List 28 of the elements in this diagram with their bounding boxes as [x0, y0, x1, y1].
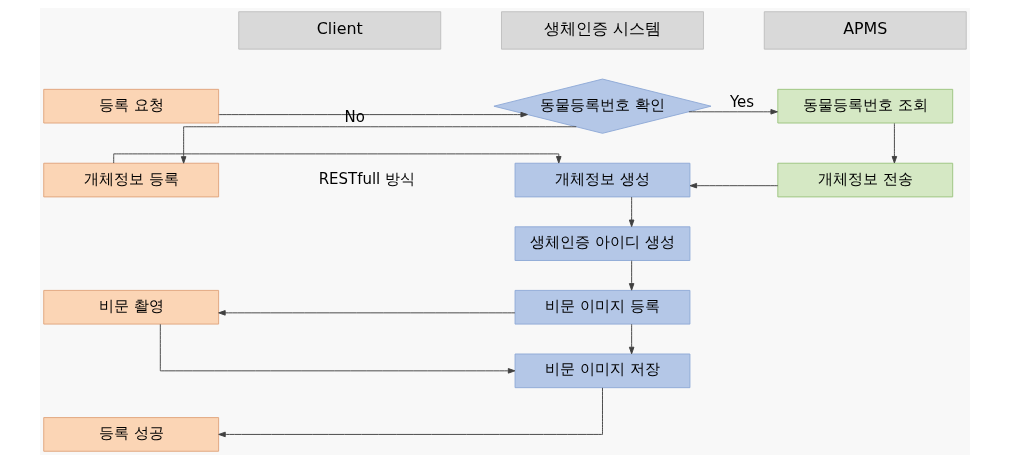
arrow [113, 153, 562, 164]
node-box: 개체정보 생성 [514, 162, 691, 198]
arrow [688, 109, 778, 115]
arrow [689, 182, 779, 189]
node-box: 동물등록번호 조회 [777, 88, 954, 124]
label: RESTfull 방식 [318, 169, 415, 188]
arrow [180, 126, 577, 164]
node-diamond: 동물등록번호 확인 [493, 78, 712, 134]
arrow [628, 323, 635, 355]
arrow [891, 122, 898, 164]
node-box: Client [238, 11, 442, 50]
node-box: 등록 성공 [43, 417, 220, 452]
node-box: 개체정보 등록 [43, 162, 220, 198]
arrow [218, 387, 603, 438]
node-box: 등록 요청 [43, 88, 220, 124]
node-box: APMS [763, 11, 967, 50]
node-box: 개체정보 전송 [777, 162, 954, 198]
edge-label: Yes [729, 92, 755, 111]
node-box: 비문 이미지 등록 [514, 289, 691, 325]
node-box: 비문 촬영 [43, 289, 220, 325]
arrow [159, 323, 516, 374]
node-box: 비문 이미지 저장 [514, 353, 691, 389]
node-box: 생체인증 아이디 생성 [514, 226, 691, 261]
arrow [628, 196, 635, 228]
arrow [218, 111, 528, 118]
arrow [218, 310, 516, 316]
node-box: 생체인증 시스템 [501, 11, 704, 50]
arrow [628, 260, 635, 291]
